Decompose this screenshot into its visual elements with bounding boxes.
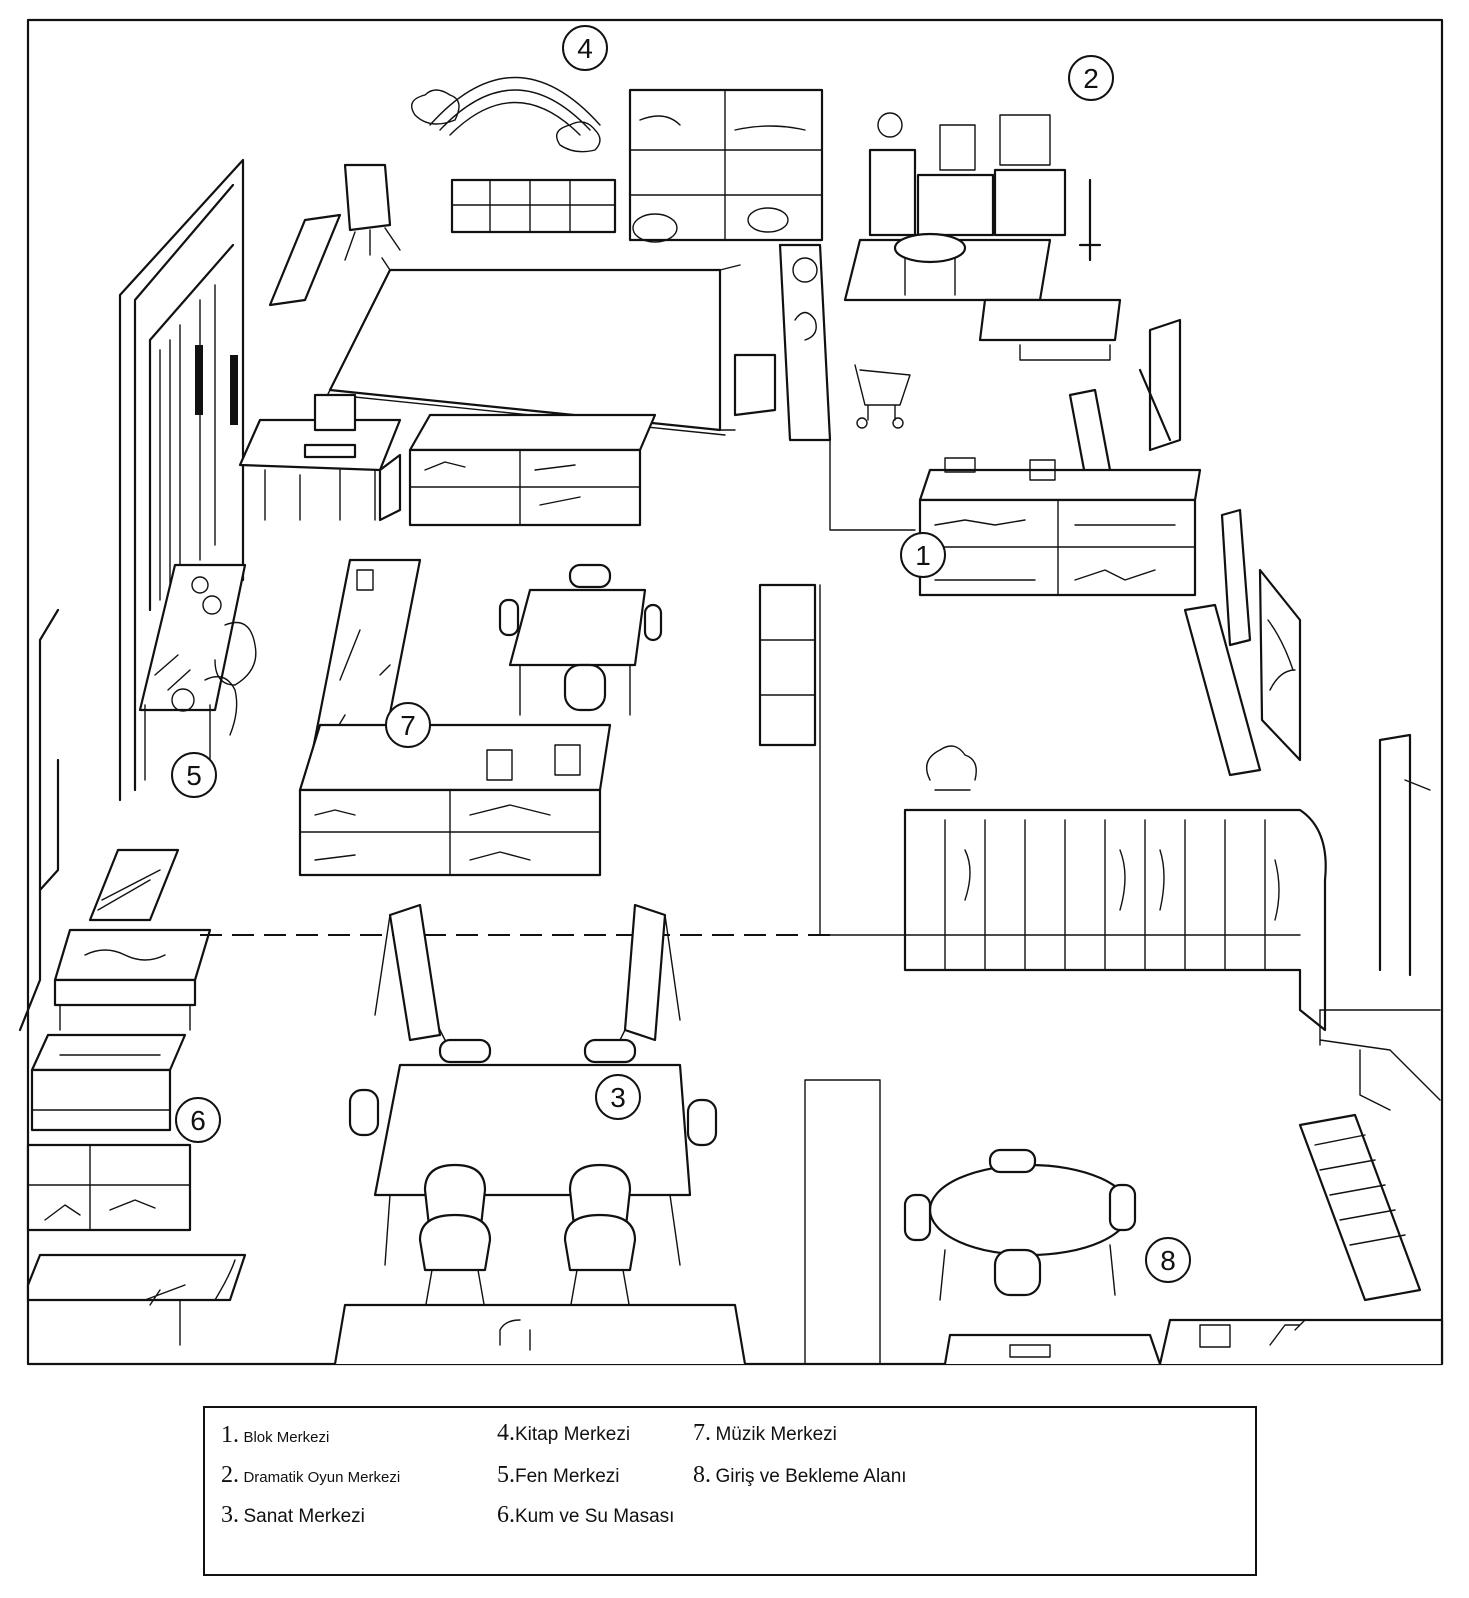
legend-number: 3. [221,1502,239,1528]
center-marker-4: 4 [562,25,608,71]
left-wall [18,158,245,1032]
art-area [348,903,718,1311]
svg-text:1: 1 [915,540,931,571]
center-marker-7: 7 [385,702,431,748]
workbench [26,1253,247,1346]
legend-number: 1. [221,1422,239,1448]
legend-label: Giriş ve Bekleme Alanı [715,1466,907,1487]
science-table [138,563,257,781]
block-shelf [918,457,1302,777]
legend-item-2: 2. Dramatik Oyun Merkezi [221,1462,400,1489]
legend-number: 8. [693,1462,711,1488]
legend-box: 1. Blok Merkezi 2. Dramatik Oyun Merkezi… [203,1406,1257,1576]
legend-number: 4. [497,1420,515,1446]
legend-item-6: 6.Kum ve Su Masası [497,1502,674,1529]
legend-label: Fen Merkezi [515,1466,620,1487]
center-marker-3: 3 [595,1074,641,1120]
svg-text:6: 6 [190,1105,206,1136]
block-shelves [408,413,657,527]
svg-text:3: 3 [610,1082,626,1113]
computer-desk [238,393,402,522]
legend-number: 7. [693,1420,711,1446]
svg-text:7: 7 [400,710,416,741]
sand-water-tables [26,848,212,1232]
legend-label: Müzik Merkezi [715,1424,837,1445]
svg-text:8: 8 [1160,1245,1176,1276]
coat-lockers [903,733,1441,1101]
legend-item-8: 8. Giriş ve Bekleme Alanı [693,1462,907,1489]
dramatic-play [843,112,1182,477]
entrance-table [903,1113,1422,1302]
music-shelves [298,558,612,877]
legend-number: 2. [221,1462,239,1488]
legend-number: 6. [497,1502,515,1528]
book-corner [343,76,824,261]
legend-label: Blok Merkezi [243,1429,330,1446]
legend-item-7: 7. Müzik Merkezi [693,1420,837,1447]
legend-number: 5. [497,1462,515,1488]
bottom-counters [333,1303,1444,1365]
legend-item-4: 4.Kitap Merkezi [497,1420,630,1447]
center-marker-6: 6 [175,1097,221,1143]
reading-rug [268,213,741,436]
center-marker-2: 2 [1068,55,1114,101]
center-table [498,563,663,716]
legend-label: Dramatik Oyun Merkezi [243,1469,401,1486]
legend-item-1: 1. Blok Merkezi [221,1422,329,1449]
legend-item-5: 5.Fen Merkezi [497,1462,620,1489]
center-marker-1: 1 [900,532,946,578]
legend-label: Kitap Merkezi [515,1424,631,1445]
center-marker-5: 5 [171,752,217,798]
sink-counter [733,243,916,531]
legend-item-3: 3. Sanat Merkezi [221,1502,365,1529]
svg-text:5: 5 [186,760,202,791]
entrance-divider [804,1009,1391,1365]
center-marker-8: 8 [1145,1237,1191,1283]
classroom-floor-plan: 4 2 1 7 5 6 3 8 [18,18,1444,1366]
legend-label: Sanat Merkezi [243,1506,365,1527]
legend-label: Kum ve Su Masası [515,1506,675,1527]
svg-text:4: 4 [577,33,593,64]
svg-text:2: 2 [1083,63,1099,94]
